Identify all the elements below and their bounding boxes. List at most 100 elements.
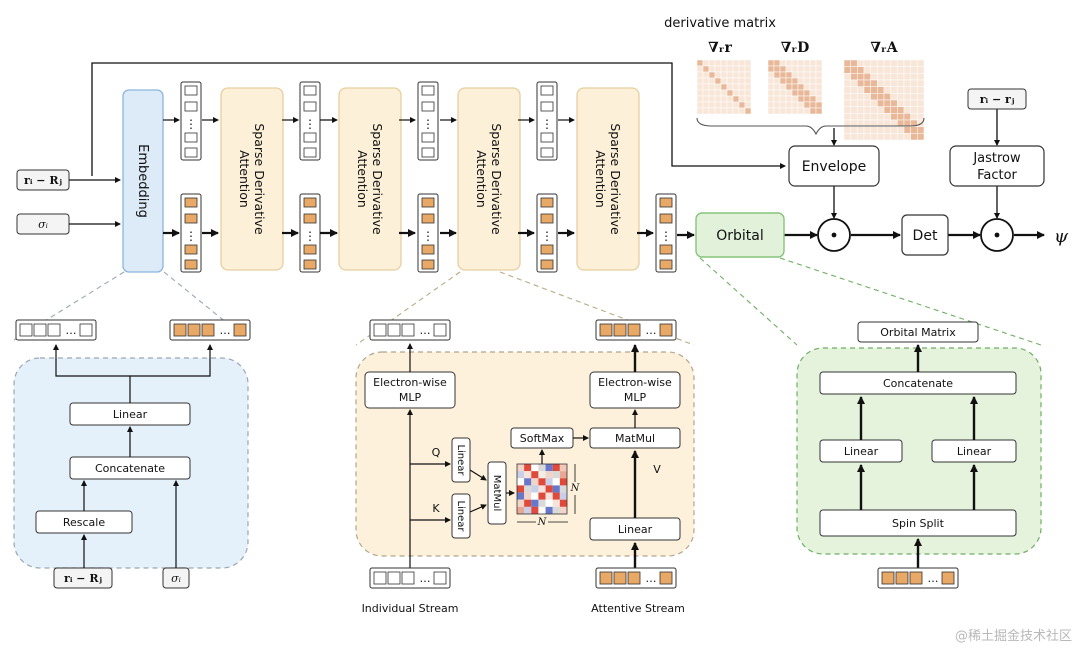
jastrow-label-2: Factor bbox=[977, 168, 1017, 183]
embed-out-attentive-ellipsis: … bbox=[220, 324, 231, 337]
spin-split-box bbox=[819, 509, 1017, 537]
attentive-vector-3-ellipsis: ⋮ bbox=[422, 229, 434, 243]
embed-out-individual: … bbox=[15, 319, 97, 341]
individual-vector-2: ⋮ bbox=[299, 81, 321, 161]
n-label-right: N bbox=[570, 483, 581, 494]
sda-label-2-line2: Attention bbox=[355, 150, 370, 208]
matrix-brace bbox=[696, 117, 925, 136]
det-label: Det bbox=[913, 228, 938, 244]
orbital-block bbox=[695, 212, 785, 258]
grad-D-label: ∇ᵣD bbox=[781, 40, 809, 56]
mlp-left-label-1: Electron-wise bbox=[373, 376, 447, 389]
v-label: V bbox=[653, 463, 661, 476]
orbital-linear-left-label: Linear bbox=[844, 445, 879, 458]
att-in-attentive: … bbox=[595, 567, 677, 589]
attentive-vector-2-ellipsis: ⋮ bbox=[304, 229, 316, 243]
att-out-attentive-ellipsis: … bbox=[646, 324, 657, 337]
attentive-stream-label: Attentive Stream bbox=[591, 602, 685, 615]
input-sigma-label: σᵢ bbox=[38, 218, 48, 231]
linear-q-box bbox=[451, 437, 471, 483]
embedding-concatenate-label: Concatenate bbox=[95, 462, 165, 475]
orbital-matrix-box bbox=[857, 321, 979, 343]
embed-out-individual-ellipsis: … bbox=[66, 324, 77, 337]
main-flow-arrows bbox=[163, 109, 1045, 239]
grad-A-matrix bbox=[843, 59, 925, 141]
embedding-block bbox=[122, 89, 164, 273]
input-ri-rj-label: rᵢ − rⱼ bbox=[980, 93, 1015, 106]
token-rows: … … … … … … … bbox=[15, 319, 959, 589]
individual-vector-1: ⋮ bbox=[180, 81, 202, 161]
detail-input-ri-Rj-label: rᵢ − Rⱼ bbox=[64, 572, 102, 585]
derivative-matrix-title: derivative matrix bbox=[664, 16, 776, 31]
det-block bbox=[901, 214, 949, 256]
detail-input-sigma-label: σᵢ bbox=[171, 572, 181, 585]
linear-k-label: Linear bbox=[455, 500, 466, 532]
mlp-left-label-2: MLP bbox=[399, 391, 422, 404]
att-in-attentive-ellipsis: … bbox=[646, 572, 657, 585]
individual-vector-3: ⋮ bbox=[417, 81, 439, 161]
k-label: K bbox=[432, 502, 440, 515]
attention-detail: Electron-wise MLP Electron-wise MLP Soft… bbox=[362, 343, 685, 615]
grad-D-matrix bbox=[767, 59, 823, 115]
sda-label-2-line1: Sparse Derivative bbox=[370, 123, 385, 235]
envelope-label: Envelope bbox=[802, 159, 867, 175]
individual-vector-4: ⋮ bbox=[536, 81, 558, 161]
sda-block-2 bbox=[338, 87, 402, 271]
att-out-attentive: … bbox=[595, 319, 677, 341]
orbital-detail: Orbital Matrix Concatenate Linear Linear… bbox=[819, 321, 1017, 568]
attentive-vector-5: ⋮ bbox=[655, 193, 677, 273]
individual-vector-4-ellipsis: ⋮ bbox=[541, 117, 553, 131]
individual-stream-label: Individual Stream bbox=[362, 602, 459, 615]
matmul-right-label: MatMul bbox=[615, 432, 655, 445]
embedding-label: Embedding bbox=[135, 144, 150, 218]
psi-output: ψ bbox=[1054, 226, 1069, 247]
embed-out-attentive: … bbox=[169, 319, 251, 341]
softmax-label: SoftMax bbox=[520, 432, 565, 445]
attentive-vector-4: ⋮ bbox=[536, 193, 558, 273]
sda-label-4-line2: Attention bbox=[593, 150, 608, 208]
sda-block-1 bbox=[220, 87, 284, 271]
sda-label-4-line1: Sparse Derivative bbox=[608, 123, 623, 235]
mlp-right-label-1: Electron-wise bbox=[598, 376, 672, 389]
attentive-vector-4-ellipsis: ⋮ bbox=[541, 229, 553, 243]
input-ri-rj-box bbox=[967, 88, 1027, 110]
att-out-individual: … bbox=[369, 319, 451, 341]
sda-label-3-line2: Attention bbox=[474, 150, 489, 208]
orbital-in-attentive: … bbox=[877, 567, 959, 589]
attention-heatmap bbox=[516, 463, 568, 515]
individual-vector-2-ellipsis: ⋮ bbox=[304, 117, 316, 131]
sda-block-4 bbox=[576, 87, 640, 271]
jastrow-label-1: Jastrow bbox=[972, 151, 1021, 166]
sda-label-1-line1: Sparse Derivative bbox=[252, 123, 267, 235]
orbital-concatenate-label: Concatenate bbox=[883, 377, 953, 390]
sda-block-3 bbox=[457, 87, 521, 271]
linear-q-label: Linear bbox=[455, 444, 466, 476]
mlp-right-label-2: MLP bbox=[624, 391, 647, 404]
envelope-block bbox=[788, 145, 880, 187]
grad-r-matrix bbox=[696, 59, 752, 115]
attentive-vector-1: ⋮ bbox=[180, 193, 202, 273]
spin-split-label: Spin Split bbox=[892, 517, 945, 530]
vector-columns: ⋮ ⋮ ⋮ ⋮ ⋮ ⋮ ⋮ ⋮ ⋮ bbox=[180, 81, 677, 273]
attentive-vector-3: ⋮ bbox=[417, 193, 439, 273]
orbital-in-attentive-ellipsis: … bbox=[928, 572, 939, 585]
skip-connection-line bbox=[91, 62, 786, 176]
grad-A-label: ∇ᵣA bbox=[870, 40, 898, 56]
embedding-rescale-label: Rescale bbox=[63, 516, 105, 529]
grad-r-label: ∇ᵣr bbox=[708, 40, 732, 56]
att-out-individual-ellipsis: … bbox=[420, 324, 431, 337]
att-in-individual: … bbox=[369, 567, 451, 589]
orbital-matrix-label: Orbital Matrix bbox=[880, 326, 956, 339]
derivative-matrices bbox=[696, 59, 925, 141]
att-in-individual-ellipsis: … bbox=[420, 572, 431, 585]
embedding-detail: Linear Concatenate Rescale rᵢ − Rⱼ σᵢ bbox=[35, 344, 213, 589]
matmul-qk-label: MatMul bbox=[491, 475, 502, 511]
individual-vector-1-ellipsis: ⋮ bbox=[185, 117, 197, 131]
individual-vector-3-ellipsis: ⋮ bbox=[422, 117, 434, 131]
detail-input-ri-Rj-box bbox=[53, 567, 113, 589]
attentive-vector-5-ellipsis: ⋮ bbox=[660, 229, 672, 243]
attentive-vector-1-ellipsis: ⋮ bbox=[185, 229, 197, 243]
sda-label-3-line1: Sparse Derivative bbox=[489, 123, 504, 235]
n-label-bottom: N bbox=[537, 517, 548, 528]
